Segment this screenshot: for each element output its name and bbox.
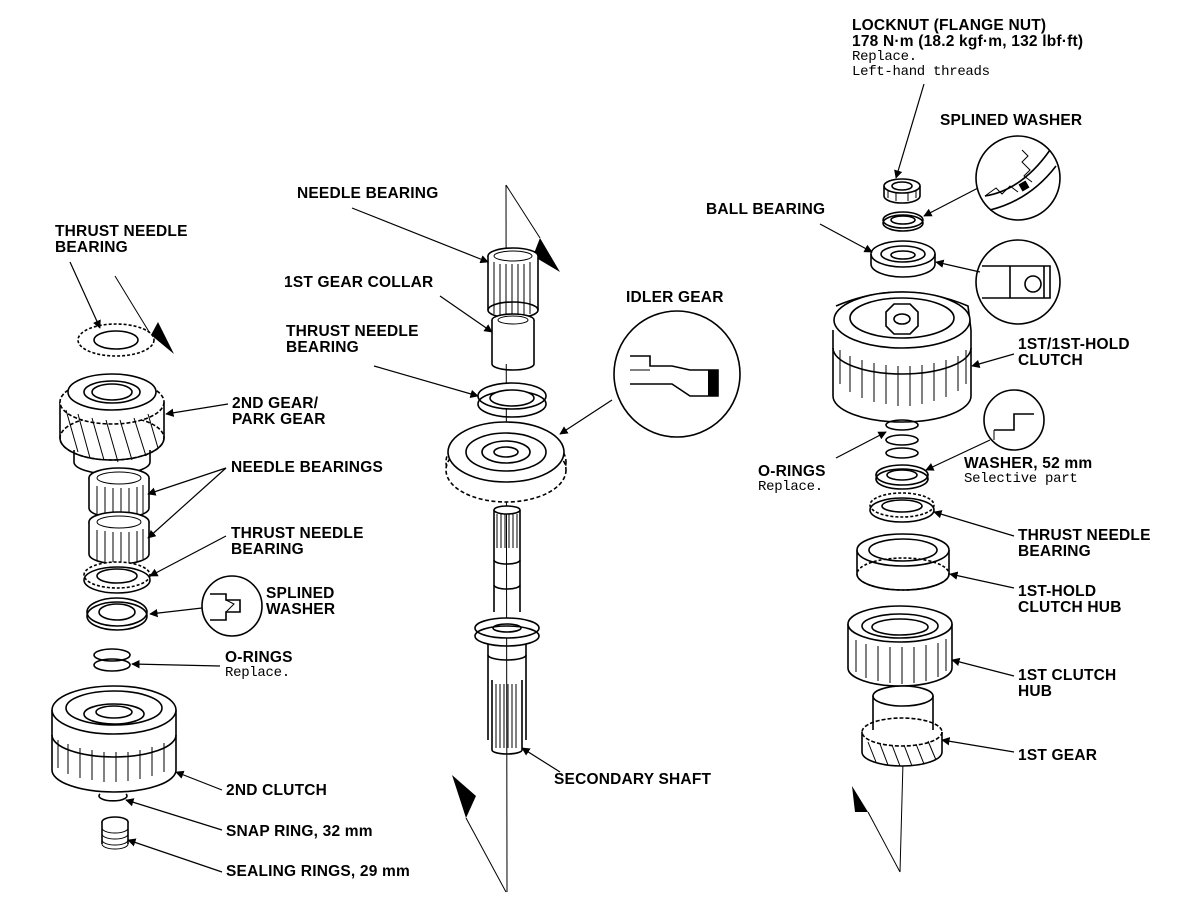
leader-lines <box>69 83 1015 873</box>
label-secondary-shaft: SECONDARY SHAFT <box>554 771 712 788</box>
thrust-bearing-icon <box>83 561 151 594</box>
clutch-drum-icon <box>51 685 177 793</box>
label-thrust-needle-bearing-top: THRUST NEEDLE BEARING <box>55 223 188 256</box>
note-replace: Replace. <box>225 665 290 681</box>
detail-magnifier-icon <box>613 310 741 438</box>
label-1st-hold-clutch-hub: 1ST-HOLD CLUTCH HUB <box>1018 583 1122 616</box>
label-thrust-needle-bearing-center: THRUST NEEDLE BEARING <box>286 323 419 356</box>
thrust-bearing-icon <box>77 323 155 357</box>
label-idler-gear: IDLER GEAR <box>626 289 724 306</box>
detail-magnifier-icon <box>975 135 1061 221</box>
label-splined-washer-right: SPLINED WASHER <box>940 112 1083 129</box>
detail-magnifier-icon <box>201 575 263 637</box>
label-sealing-rings: SEALING RINGS, 29 mm <box>226 863 411 880</box>
needle-bearing-icon <box>487 247 539 319</box>
direction-arrow-icon <box>151 322 174 354</box>
direction-arrow-icon <box>533 238 560 272</box>
label-1st-clutch-hub: 1ST CLUTCH HUB <box>1018 667 1117 700</box>
label-splined-washer-left: SPLINED WASHER <box>266 585 336 618</box>
note-left-hand-threads: Left-hand threads <box>852 64 990 80</box>
label-thrust-needle-bearing-mid: THRUST NEEDLE BEARING <box>231 525 364 558</box>
washer-icon <box>86 597 148 631</box>
label-snap-ring: SNAP RING, 32 mm <box>226 823 373 840</box>
washer-icon <box>882 211 924 232</box>
ball-bearing-icon <box>870 240 936 278</box>
snap-ring-icon <box>98 793 128 802</box>
note-replace: Replace. <box>758 479 823 495</box>
o-ring-icon <box>93 648 131 672</box>
label-ball-bearing: BALL BEARING <box>706 201 826 218</box>
label-2nd-clutch: 2ND CLUTCH <box>226 782 328 799</box>
gear-icon <box>847 605 953 687</box>
sealing-rings-icon <box>101 816 129 850</box>
needle-bearing-icon <box>88 467 150 519</box>
label-1st-gear-collar: 1ST GEAR COLLAR <box>284 274 434 291</box>
note-replace: Replace. <box>852 49 917 65</box>
label-o-rings-left: O-RINGS Replace. <box>225 649 293 681</box>
label-1st-gear: 1ST GEAR <box>1018 747 1098 764</box>
detail-magnifier-icon <box>983 389 1045 451</box>
direction-arrow-icon <box>852 786 868 812</box>
right-axis <box>852 180 904 873</box>
label-thrust-needle-bearing-right: THRUST NEEDLE BEARING <box>1018 527 1151 560</box>
clutch-drum-icon <box>832 291 972 423</box>
gear-icon <box>445 421 567 503</box>
direction-arrow-icon <box>452 775 476 818</box>
label-washer-52mm: WASHER, 52 mm Selective part <box>964 455 1093 487</box>
label-needle-bearings: NEEDLE BEARINGS <box>231 459 383 476</box>
washer-icon <box>875 464 929 490</box>
left-axis <box>114 275 174 354</box>
locknut-icon <box>883 178 921 204</box>
collar-icon <box>491 313 535 371</box>
gear-icon <box>856 533 950 591</box>
label-o-rings-right: O-RINGS Replace. <box>758 463 826 495</box>
label-1st-1st-hold-clutch: 1ST/1ST-HOLD CLUTCH <box>1018 336 1130 369</box>
shaft-icon <box>474 505 540 755</box>
o-ring-icon <box>885 419 919 459</box>
thrust-bearing-icon <box>477 382 547 418</box>
label-needle-bearing-center: NEEDLE BEARING <box>297 185 439 202</box>
gear-icon <box>59 373 165 475</box>
note-selective-part: Selective part <box>964 471 1078 487</box>
label-2nd-gear-park-gear: 2ND GEAR/ PARK GEAR <box>232 395 326 428</box>
label-locknut: LOCKNUT (FLANGE NUT) 178 N·m (18.2 kgf·m… <box>852 17 1084 80</box>
gear-icon <box>861 685 943 767</box>
thrust-bearing-icon <box>869 492 935 523</box>
detail-magnifier-icon <box>975 239 1061 325</box>
needle-bearing-icon <box>88 511 150 565</box>
